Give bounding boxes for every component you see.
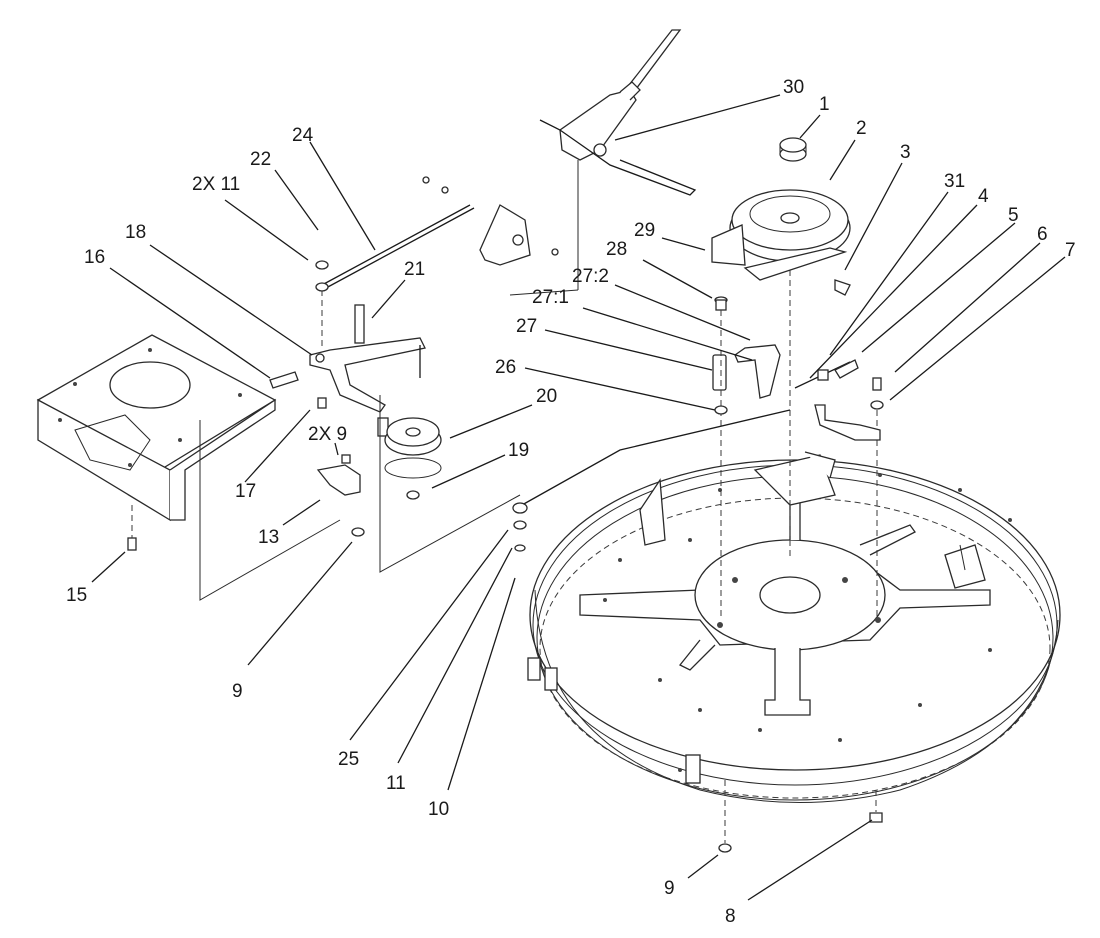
idler-arm-assembly <box>712 296 884 620</box>
callout-27-1: 27:1 <box>532 287 569 308</box>
callout-10: 10 <box>428 799 449 820</box>
callout-17: 17 <box>235 481 256 502</box>
callout-2: 2 <box>856 118 867 139</box>
engagement-handle <box>509 29 697 296</box>
callout-8: 8 <box>725 906 736 927</box>
callout-7: 7 <box>1065 240 1076 261</box>
callout-27-2: 27:2 <box>572 266 609 287</box>
belt-guard <box>711 224 746 266</box>
callout-28: 28 <box>606 239 627 260</box>
callout-21: 21 <box>404 259 425 280</box>
callout-5: 5 <box>1008 205 1019 226</box>
callout-29: 29 <box>634 220 655 241</box>
callout-24: 24 <box>292 125 314 146</box>
callout-26: 26 <box>495 357 516 378</box>
mount-plate <box>36 334 341 601</box>
leader-lines <box>91 94 1066 901</box>
callout-2x-9: 2X 9 <box>308 424 347 445</box>
callout-18: 18 <box>125 222 146 243</box>
callout-27: 27 <box>516 316 537 337</box>
linkage-rod <box>321 176 559 289</box>
mower-deck <box>527 451 1061 803</box>
idler-lever <box>309 260 426 437</box>
callout-labels: 30 1 2 3 31 4 5 6 7 29 28 27:2 27:1 27 2… <box>66 77 1076 927</box>
idler-pulley <box>384 417 442 500</box>
callout-13: 13 <box>258 527 279 548</box>
callout-19: 19 <box>508 440 529 461</box>
tension-hook <box>834 279 851 296</box>
callout-16: 16 <box>84 247 105 268</box>
callout-31: 31 <box>944 171 965 192</box>
callout-11: 11 <box>386 773 406 794</box>
spindle-hub <box>779 137 807 162</box>
drive-belt <box>743 247 848 281</box>
callout-1: 1 <box>819 94 830 115</box>
callout-3: 3 <box>900 142 911 163</box>
callout-20: 20 <box>536 386 557 407</box>
callout-9-bottom: 9 <box>664 878 675 899</box>
callout-22: 22 <box>250 149 271 170</box>
callout-15: 15 <box>66 585 87 606</box>
callout-9-left: 9 <box>232 681 243 702</box>
spring <box>269 371 299 389</box>
callout-25: 25 <box>338 749 359 770</box>
callout-30: 30 <box>783 77 804 98</box>
callout-4: 4 <box>978 186 989 207</box>
callout-2x-11: 2X 11 <box>192 174 240 195</box>
idler-bracket <box>316 464 361 496</box>
callout-6: 6 <box>1037 224 1048 245</box>
